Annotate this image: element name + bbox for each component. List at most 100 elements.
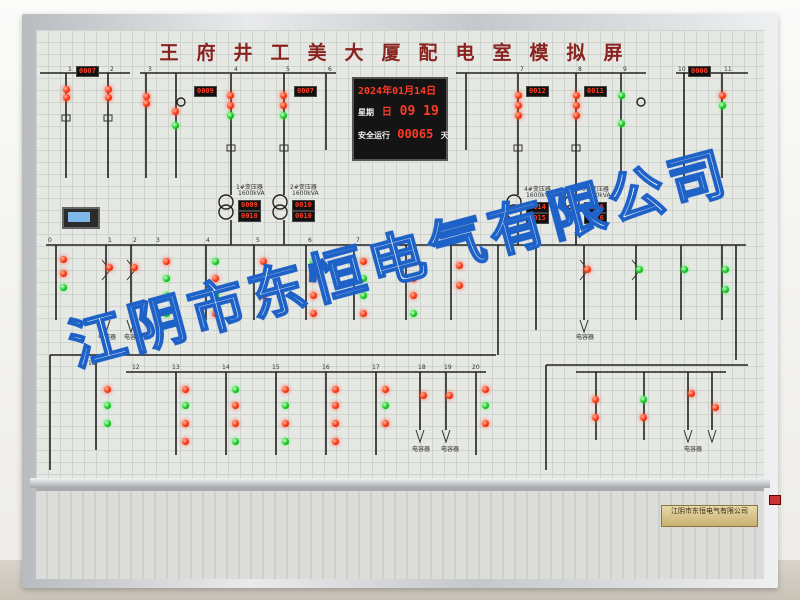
bay-number: 2 bbox=[110, 66, 114, 73]
red-indicator-light bbox=[310, 310, 317, 317]
red-indicator-light bbox=[172, 108, 179, 115]
red-indicator-light bbox=[63, 86, 70, 93]
red-indicator-light bbox=[260, 258, 267, 265]
red-indicator-light bbox=[227, 92, 234, 99]
red-indicator-light bbox=[212, 310, 219, 317]
meter-bay-4: 0009 bbox=[194, 86, 217, 97]
red-indicator-light bbox=[310, 275, 317, 282]
red-indicator-light bbox=[584, 266, 591, 273]
red-indicator-light bbox=[410, 292, 417, 299]
capacitor-label: 电容器 bbox=[412, 446, 431, 453]
red-indicator-light bbox=[515, 92, 522, 99]
red-indicator-light bbox=[105, 86, 112, 93]
green-indicator-light bbox=[172, 122, 179, 129]
transformer-4-meter-a: 0014 bbox=[526, 202, 549, 213]
red-indicator-light bbox=[63, 94, 70, 101]
bay-number: 15 bbox=[272, 364, 280, 371]
green-indicator-light bbox=[681, 266, 688, 273]
transformer-1-rating: 1600kVA bbox=[238, 190, 265, 197]
green-indicator-light bbox=[360, 292, 367, 299]
green-indicator-light bbox=[232, 438, 239, 445]
bay-number: 1 bbox=[108, 237, 112, 244]
green-indicator-light bbox=[310, 258, 317, 265]
bay-number: 11 bbox=[724, 66, 732, 73]
red-indicator-light bbox=[592, 396, 599, 403]
green-indicator-light bbox=[282, 438, 289, 445]
red-indicator-light bbox=[482, 420, 489, 427]
board-base bbox=[36, 488, 764, 579]
red-indicator-light bbox=[456, 282, 463, 289]
red-indicator-light bbox=[688, 390, 695, 397]
green-indicator-light bbox=[719, 102, 726, 109]
bay-number: 0 bbox=[48, 237, 52, 244]
green-indicator-light bbox=[163, 310, 170, 317]
capacitor-label: 电容器 bbox=[441, 446, 460, 453]
capacitor-label: 电容器 bbox=[576, 334, 595, 341]
red-indicator-light bbox=[410, 275, 417, 282]
transformer-2-meter-a: 0010 bbox=[292, 200, 315, 211]
green-indicator-light bbox=[482, 402, 489, 409]
green-indicator-light bbox=[212, 258, 219, 265]
green-indicator-light bbox=[282, 402, 289, 409]
bay-number: 4 bbox=[206, 237, 210, 244]
red-indicator-light bbox=[280, 102, 287, 109]
red-indicator-light bbox=[282, 386, 289, 393]
red-indicator-light bbox=[104, 386, 111, 393]
bay-number: 11 bbox=[88, 360, 96, 367]
indicator-sticker bbox=[769, 495, 781, 505]
green-indicator-light bbox=[618, 120, 625, 127]
red-indicator-light bbox=[105, 94, 112, 101]
green-indicator-light bbox=[182, 402, 189, 409]
digital-display-device bbox=[62, 207, 100, 229]
red-indicator-light bbox=[227, 102, 234, 109]
red-indicator-light bbox=[592, 414, 599, 421]
green-indicator-light bbox=[722, 286, 729, 293]
red-indicator-light bbox=[232, 402, 239, 409]
red-indicator-light bbox=[143, 100, 150, 107]
red-indicator-light bbox=[446, 392, 453, 399]
red-indicator-light bbox=[310, 292, 317, 299]
red-indicator-light bbox=[382, 420, 389, 427]
panel-title: 王府井工美大厦配电室模拟屏 bbox=[159, 42, 641, 64]
red-indicator-light bbox=[515, 102, 522, 109]
green-indicator-light bbox=[232, 386, 239, 393]
red-indicator-light bbox=[282, 420, 289, 427]
green-indicator-light bbox=[104, 402, 111, 409]
green-indicator-light bbox=[212, 292, 219, 299]
red-indicator-light bbox=[60, 270, 67, 277]
weekday-label: 星期 bbox=[358, 108, 374, 117]
green-indicator-light bbox=[360, 275, 367, 282]
transformer-1-label: 1#变压器 bbox=[236, 184, 263, 191]
red-indicator-light bbox=[332, 386, 339, 393]
meter-bay-8: 0011 bbox=[584, 86, 607, 97]
red-indicator-light bbox=[712, 404, 719, 411]
red-indicator-light bbox=[360, 310, 367, 317]
red-indicator-light bbox=[280, 92, 287, 99]
bay-number: 19 bbox=[444, 364, 452, 371]
time-readout: 09 19 bbox=[399, 104, 439, 119]
red-indicator-light bbox=[573, 112, 580, 119]
red-indicator-light bbox=[182, 420, 189, 427]
bay-number: 9 bbox=[623, 66, 627, 73]
green-indicator-light bbox=[640, 396, 647, 403]
capacitor-label: 电容器 bbox=[684, 446, 703, 453]
red-indicator-light bbox=[456, 262, 463, 269]
green-indicator-light bbox=[382, 402, 389, 409]
transformer-4-meter-b: 0015 bbox=[526, 213, 549, 224]
green-indicator-light bbox=[410, 310, 417, 317]
bay-number: 8 bbox=[578, 66, 582, 73]
bay-number: 1 bbox=[68, 66, 72, 73]
red-indicator-light bbox=[360, 258, 367, 265]
red-indicator-light bbox=[212, 275, 219, 282]
green-indicator-light bbox=[636, 266, 643, 273]
meter-bay-7: 0012 bbox=[526, 86, 549, 97]
bay-number: 12 bbox=[132, 364, 140, 371]
bay-number: 5 bbox=[286, 66, 290, 73]
bay-number: 3 bbox=[156, 237, 160, 244]
bay-number: 14 bbox=[222, 364, 230, 371]
red-indicator-light bbox=[232, 420, 239, 427]
red-indicator-light bbox=[143, 93, 150, 100]
transformer-1-meter-b: 0010 bbox=[238, 211, 261, 222]
green-indicator-light bbox=[722, 266, 729, 273]
weekday-value: 日 bbox=[381, 107, 392, 118]
